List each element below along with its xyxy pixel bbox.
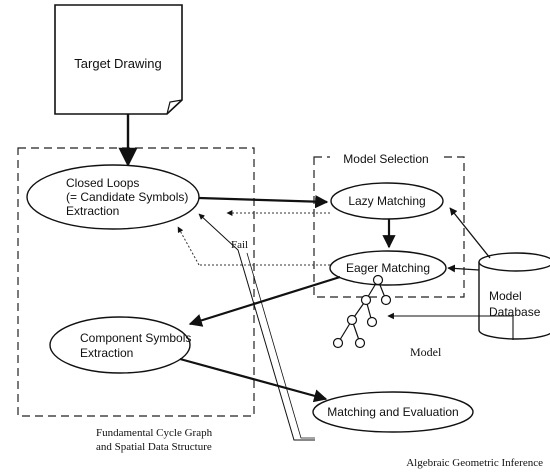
eager-matching-node bbox=[329, 250, 447, 286]
closed-loops-line3: Extraction bbox=[66, 204, 119, 218]
arrow-loops-to-lazy bbox=[198, 195, 329, 209]
model-database-cylinder bbox=[478, 262, 550, 340]
arrow-db-to-eager bbox=[447, 264, 480, 273]
closed-loops-line2: (= Candidate Symbols) bbox=[66, 190, 188, 204]
lazy-matching-node bbox=[330, 182, 444, 220]
fundamental-cycle-caption-line2: and Spatial Data Structure bbox=[96, 441, 212, 453]
model-tree-icon bbox=[332, 274, 392, 349]
eager-matching-label: Eager Matching bbox=[346, 261, 430, 275]
component-symbols-line1: Component Symbols bbox=[80, 331, 191, 345]
lazy-matching-label: Lazy Matching bbox=[348, 194, 425, 208]
closed-loops-node bbox=[26, 164, 200, 230]
arrow-db-to-lazy bbox=[449, 207, 491, 259]
model-selection-label: Model Selection bbox=[343, 152, 428, 166]
arrow-evaluation-to-loops bbox=[198, 213, 315, 441]
target-drawing-label: Target Drawing bbox=[74, 56, 161, 71]
target-drawing-document bbox=[54, 4, 183, 115]
model-database-line2: Database bbox=[489, 305, 541, 319]
closed-loops-line1: Closed Loops bbox=[66, 176, 139, 190]
fundamental-cycle-caption-line1: Fundamental Cycle Graph bbox=[96, 427, 213, 439]
model-label: Model bbox=[410, 345, 442, 359]
fail-label: Fail bbox=[231, 239, 248, 251]
arrow-components-to-evaluation bbox=[179, 357, 328, 403]
matching-evaluation-node bbox=[312, 391, 474, 433]
matching-evaluation-label: Matching and Evaluation bbox=[327, 405, 458, 419]
algebraic-inference-caption: Algebraic Geometric Inference bbox=[406, 457, 543, 469]
component-symbols-line2: Extraction bbox=[80, 346, 133, 360]
model-database-line1: Model bbox=[489, 289, 522, 303]
arrow-eager-to-components bbox=[188, 275, 341, 327]
component-symbols-node bbox=[49, 316, 191, 374]
